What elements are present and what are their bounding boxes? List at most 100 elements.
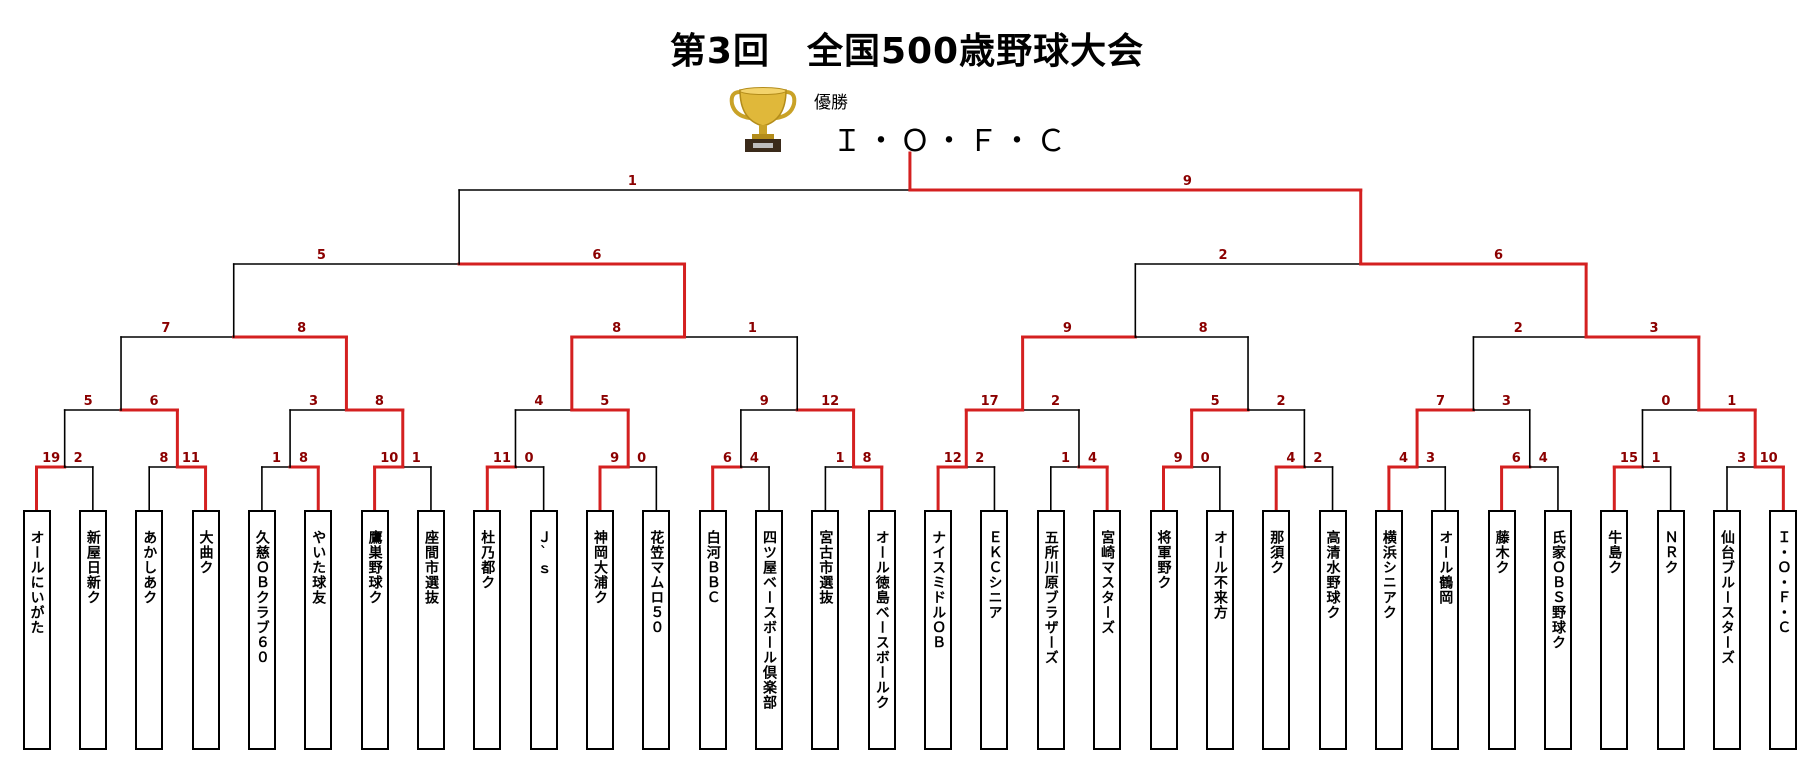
match-score: 4 [1539,451,1548,466]
match-score: 12 [821,394,839,409]
team-name: 氏家ＯＢＳ野球ク [1549,530,1566,650]
match-score: 0 [1661,394,1670,409]
team-name: 神岡大浦ク [592,530,608,605]
match-score: 1 [1061,451,1070,466]
team-name: 鷹巣野球ク [366,530,383,605]
match-score: 12 [944,451,962,466]
team-box: 牛島ク [1600,510,1629,750]
match-score: 0 [524,451,533,466]
match-score: 4 [1399,451,1408,466]
match-score: 3 [1737,451,1746,466]
match-score: 8 [299,451,308,466]
match-score: 5 [84,394,93,409]
team-box: ＥＫＣシニア [980,510,1009,750]
match-score: 1 [836,451,845,466]
match-score: 8 [1199,321,1208,336]
match-score: 6 [592,248,601,263]
team-name: 宮崎マスターズ [1099,530,1116,635]
match-score: 2 [1218,248,1227,263]
match-score: 9 [760,394,769,409]
team-box: オールにいがた [22,510,51,750]
team-box: ＮＲク [1656,510,1685,750]
team-box: 那須ク [1262,510,1291,750]
match-score: 9 [1174,451,1183,466]
winner-name: Ｉ・Ｏ・Ｆ・Ｃ [832,124,1070,159]
match-score: 11 [182,451,200,466]
trophy-icon [728,86,798,160]
team-box: 宮崎マスターズ [1093,510,1122,750]
team-name: 大曲ク [197,530,214,575]
match-score: 10 [380,451,398,466]
team-box: 藤木ク [1487,510,1516,750]
match-score: 3 [309,394,318,409]
team-box: 新屋日新ク [78,510,107,750]
team-box: 仙台ブルースターズ [1713,510,1741,750]
team-name: ナイスミドルＯＢ [930,530,947,650]
match-score: 1 [748,321,757,336]
match-score: 2 [975,451,984,466]
team-box: やいた球友 [304,510,333,750]
match-score: 2 [74,451,83,466]
team-name: 高清水野球ク [1324,530,1341,620]
match-score: 17 [981,394,999,409]
match-score: 5 [600,394,609,409]
team-name: Ｉ・Ｏ・Ｆ・Ｃ [1775,530,1792,635]
match-score: 6 [149,394,158,409]
match-score: 3 [1426,451,1435,466]
match-score: 11 [493,451,511,466]
team-box: ナイスミドルＯＢ [924,510,953,750]
team-box: 花笠マムロ５０ [642,510,671,750]
match-score: 4 [1286,451,1295,466]
winner-label: 優勝 [814,93,848,113]
team-name: オール不来方 [1211,530,1228,620]
team-box: 横浜シニアク [1374,510,1403,750]
team-box: 将軍野ク [1149,510,1178,750]
team-name: 杜乃都ク [479,530,496,590]
team-box: 氏家ＯＢＳ野球ク [1543,510,1572,750]
team-name: 将軍野ク [1155,530,1172,590]
team-name: 白河ＢＢＣ [704,530,721,605]
team-box: オール徳島ベースボールク [867,510,896,750]
team-name: 五所川原ブラザーズ [1042,530,1059,665]
team-name: 藤木ク [1493,530,1510,575]
team-box: 座間市選抜 [416,510,445,750]
match-score: 8 [297,321,306,336]
match-score: 2 [1313,451,1322,466]
match-score: 8 [375,394,384,409]
match-score: 1 [412,451,421,466]
match-score: 1 [1651,451,1660,466]
match-score: 2 [1276,394,1285,409]
team-name: あかしあク [141,530,158,605]
team-box: 鷹巣野球ク [360,510,389,750]
team-name: 四ツ屋ベースボール倶楽部 [761,530,778,710]
team-name: ＮＲク [1662,530,1679,575]
match-score: 3 [1649,321,1658,336]
team-name: 久慈ＯＢクラブ６０ [253,530,270,665]
team-name: Ｊ`ｓ [535,530,552,577]
match-score: 1 [628,174,637,189]
team-name: オールにいがた [28,530,45,635]
match-score: 10 [1760,451,1778,466]
match-score: 5 [1211,394,1220,409]
match-score: 9 [1183,174,1192,189]
match-score: 4 [750,451,759,466]
team-name: 那須ク [1268,530,1285,575]
match-score: 6 [1494,248,1503,263]
match-score: 8 [159,451,168,466]
team-name: 花笠マムロ５０ [648,530,665,635]
team-box: あかしあク [135,510,164,750]
match-score: 2 [1051,394,1060,409]
match-score: 2 [1514,321,1523,336]
team-box: 久慈ＯＢクラブ６０ [247,510,276,750]
team-box: 大曲ク [191,510,220,750]
team-name: 牛島ク [1606,530,1623,575]
team-name: 新屋日新ク [84,530,101,605]
match-score: 4 [534,394,543,409]
match-score: 15 [1620,451,1638,466]
team-name: ＥＫＣシニア [986,530,1003,620]
match-score: 8 [863,451,872,466]
page-title: 第3回 全国500歳野球大会 [669,31,1145,72]
match-score: 9 [1063,321,1072,336]
match-score: 6 [723,451,732,466]
